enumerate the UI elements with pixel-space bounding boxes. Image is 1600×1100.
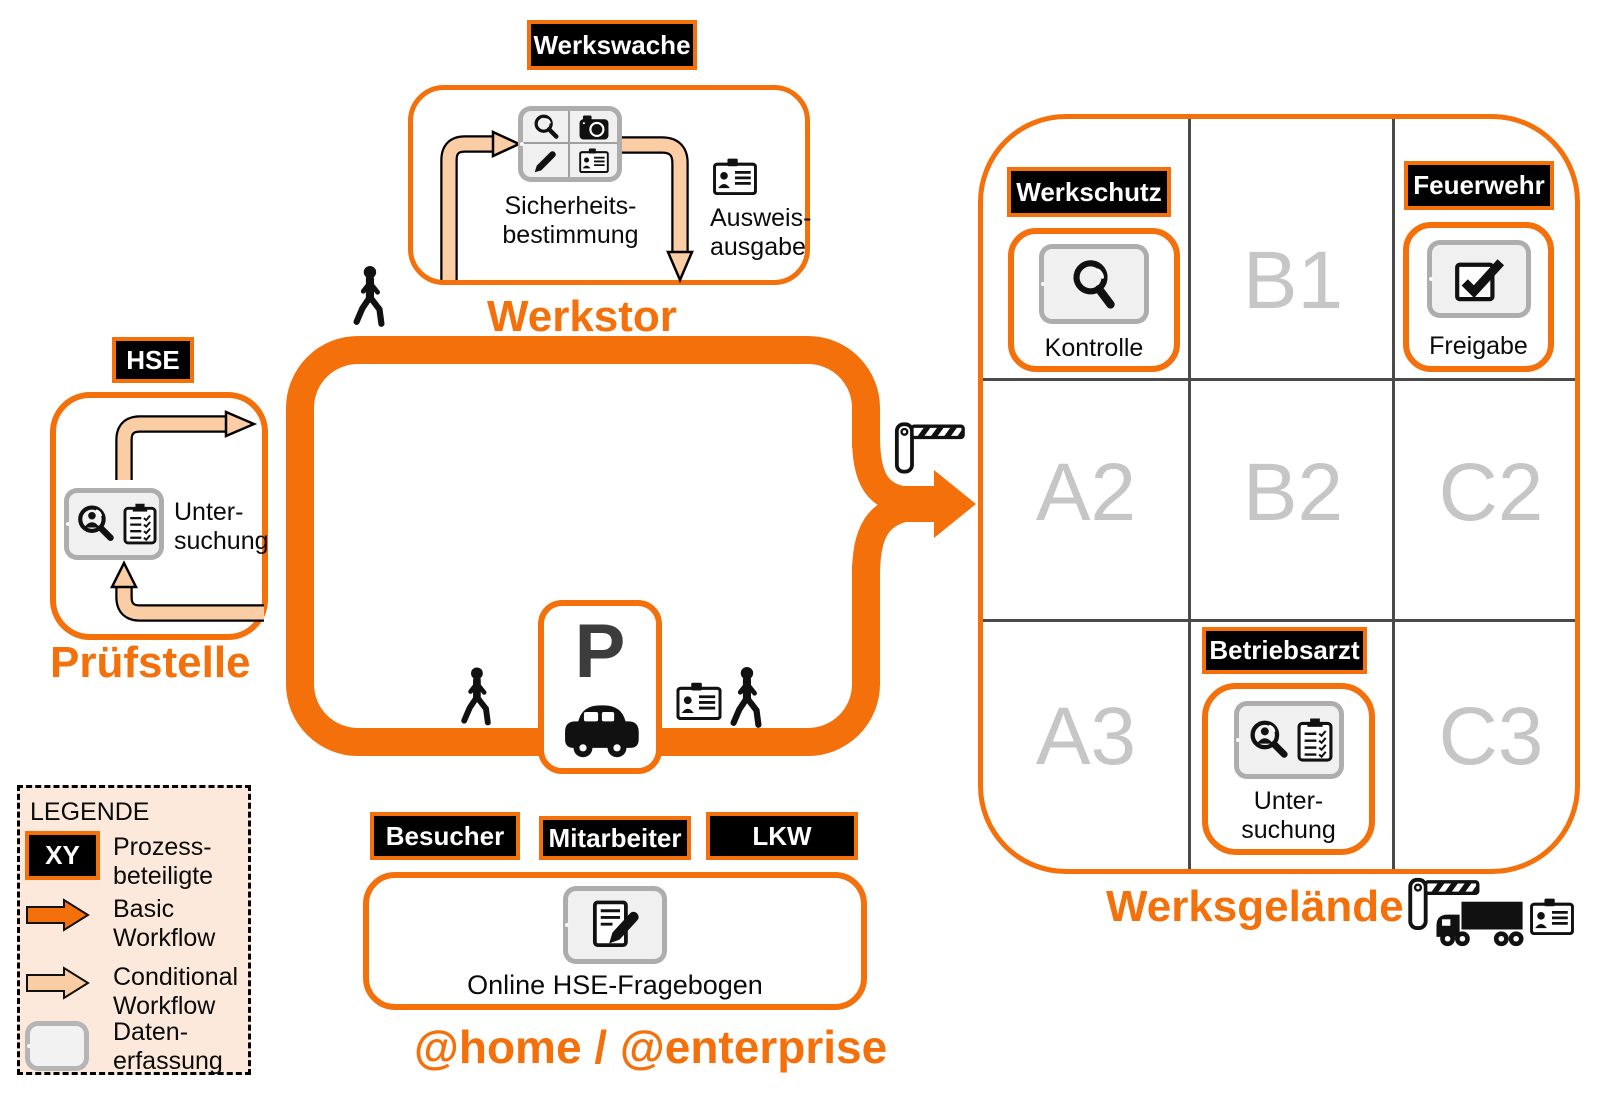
participant-label-text: Mitarbeiter	[548, 822, 682, 853]
id-card-icon	[713, 158, 757, 195]
conditional-workflow-arrow	[109, 560, 264, 622]
magnifier-icon	[1062, 252, 1125, 315]
legend-heading: LEGENDE	[30, 798, 150, 826]
participant-label-text: HSE	[126, 344, 180, 375]
data-capture-tablet	[1233, 701, 1344, 779]
data-capture-tablet	[518, 106, 622, 182]
zone-a2: A2	[1035, 447, 1137, 538]
pruefstelle-station: Unter- suchung	[50, 392, 269, 640]
station-label: Sicherheits- bestimmung	[502, 192, 639, 249]
legend-item-label: Basic Workflow	[113, 895, 216, 952]
zone-c2: C2	[1438, 447, 1544, 538]
participant-label-hse: HSE	[112, 337, 194, 383]
online-station: Online HSE-Fragebogen	[363, 872, 867, 1010]
id-card-icon	[676, 682, 722, 720]
online-title: @home / @enterprise	[414, 1021, 888, 1073]
data-capture-tablet-sample	[25, 1021, 89, 1071]
legend-xy-text: XY	[45, 840, 80, 870]
legend-item-label: Prozess- beteiligte	[113, 833, 214, 890]
id-card-icon	[579, 148, 609, 173]
clipboard-icon	[123, 502, 157, 546]
pruefstelle-title: Prüfstelle	[50, 638, 251, 687]
legend-xy-label: XY	[25, 831, 100, 880]
person-search-icon	[72, 502, 116, 546]
betriebsarzt-station: Unter- suchung	[1202, 683, 1375, 855]
werkstor-title: Werkstor	[487, 292, 677, 341]
parking-sign: P	[574, 609, 626, 694]
walking-person-icon	[456, 664, 496, 730]
station-label: Unter- suchung	[1241, 787, 1336, 844]
participant-label-lkw: LKW	[706, 812, 858, 860]
output-label: Ausweis- ausgabe	[710, 204, 812, 261]
clipboard-icon	[1297, 716, 1333, 764]
data-capture-tablet	[563, 886, 667, 964]
station-label: Freigabe	[1429, 332, 1528, 360]
check-icon	[1453, 254, 1505, 304]
participant-label-text: Feuerwehr	[1413, 170, 1545, 200]
feuerwehr-station: Freigabe	[1403, 222, 1554, 372]
basic-workflow-arrow	[934, 470, 976, 538]
participant-label-text: Werkswache	[533, 29, 691, 60]
participant-label-text: Werkschutz	[1016, 176, 1162, 207]
walking-person-icon	[348, 262, 390, 332]
zone-b2: B2	[1242, 447, 1344, 538]
station-label: Online HSE-Fragebogen	[467, 970, 763, 1000]
participant-label-besucher: Besucher	[370, 812, 520, 860]
zone-a3: A3	[1035, 691, 1137, 782]
barrier-icon	[894, 420, 966, 474]
participant-label-text: LKW	[752, 820, 812, 851]
camera-icon	[579, 114, 609, 140]
station-label: Kontrolle	[1044, 334, 1144, 362]
grid-line	[1392, 119, 1395, 869]
station-label: Unter- suchung	[174, 498, 269, 555]
grid-line	[983, 619, 1575, 622]
werkschutz-station: Kontrolle	[1008, 228, 1180, 372]
participant-label-mitarbeiter: Mitarbeiter	[539, 816, 691, 860]
werkstor-station: Sicherheits- bestimmung Ausweis- ausgabe	[408, 85, 812, 285]
werksgelaende-area: B1 A2 B2 C2 A3 C3 Werkschutz Kontrolle F…	[978, 114, 1580, 874]
werksgelaende-title: Werksgelände	[1106, 882, 1404, 931]
data-capture-tablet	[64, 488, 164, 560]
parking-area: P	[538, 600, 662, 774]
legend: LEGENDE XY Prozess- beteiligte Basic Wor…	[17, 785, 251, 1075]
pen-icon	[533, 148, 559, 174]
walking-person-icon	[725, 664, 767, 732]
conditional-workflow-arrow-sample	[26, 966, 90, 1000]
participant-label-text: Betriebsarzt	[1209, 635, 1360, 665]
conditional-workflow-arrow	[622, 136, 694, 284]
grid-line	[983, 378, 1575, 381]
car-icon	[557, 694, 643, 762]
conditional-workflow-arrow	[115, 410, 258, 480]
participant-label-werkswache: Werkswache	[527, 20, 697, 70]
id-card-icon	[1530, 898, 1574, 935]
form-pen-icon	[589, 900, 641, 950]
truck-icon	[1432, 898, 1528, 948]
conditional-workflow-arrow	[440, 130, 522, 280]
basic-workflow-arrow-sample	[26, 898, 90, 932]
participant-label-text: Besucher	[385, 820, 505, 851]
participant-label-werkschutz: Werkschutz	[1007, 167, 1171, 217]
legend-item-label: Daten- erfassung	[113, 1018, 223, 1075]
zone-b1: B1	[1242, 235, 1344, 326]
zone-c3: C3	[1438, 691, 1544, 782]
participant-label-feuerwehr: Feuerwehr	[1404, 161, 1554, 210]
magnifier-icon	[531, 112, 561, 142]
data-capture-tablet	[1426, 240, 1531, 318]
participant-label-betriebsarzt: Betriebsarzt	[1202, 627, 1367, 674]
grid-line	[1188, 119, 1191, 869]
data-capture-tablet	[1039, 244, 1149, 324]
legend-item-label: Conditional Workflow	[113, 963, 239, 1020]
person-search-icon	[1244, 717, 1290, 763]
